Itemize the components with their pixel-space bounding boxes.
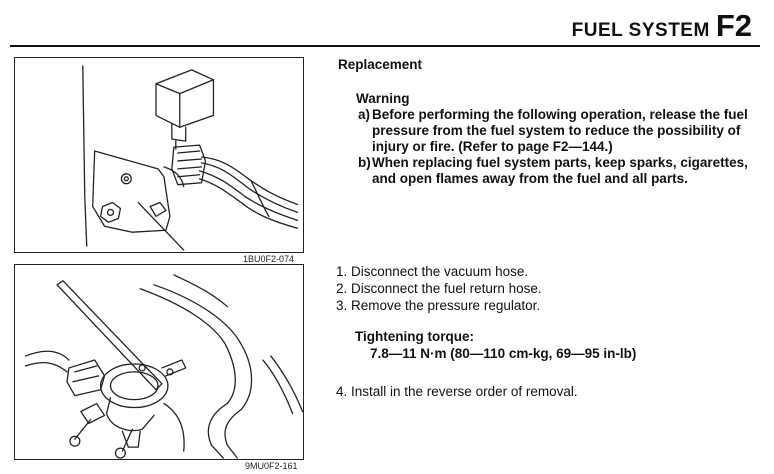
warning-marker: b) [358,155,371,170]
torque-value: 7.8—11 N·m (80—110 cm-kg, 69—95 in-lb) [370,346,637,361]
warning-text: Before performing the following operatio… [372,107,748,154]
pressure-regulator-drawing [24,274,303,459]
figure-pressure-regulator [14,264,304,460]
warning-marker: a) [358,107,371,122]
relay-connector-drawing [82,65,299,251]
torque-label: Tightening torque: [355,329,474,344]
warning-item: a) Before performing the following opera… [358,107,754,155]
warning-item: b) When replacing fuel system parts, kee… [358,155,754,187]
step-item: 2. Disconnect the fuel return hose. [336,281,542,296]
warning-text: When replacing fuel system parts, keep s… [372,155,748,186]
section-title: FUEL SYSTEM [571,20,710,41]
step-item: 1. Disconnect the vacuum hose. [336,264,529,279]
figure-relay-connector [14,57,304,253]
step-item: 4. Install in the reverse order of remov… [336,384,578,399]
step-item: 3. Remove the pressure regulator. [336,298,541,313]
section-heading: Replacement [338,57,423,72]
figure-caption: 9MU0F2-161 [245,461,298,471]
figure-caption: 1BU0F2-074 [243,254,295,264]
warning-title: Warning [356,91,410,106]
step-list: 1. Disconnect the vacuum hose. 2. Discon… [336,263,542,314]
section-code: F2 [715,8,752,43]
header-rule [10,45,760,47]
